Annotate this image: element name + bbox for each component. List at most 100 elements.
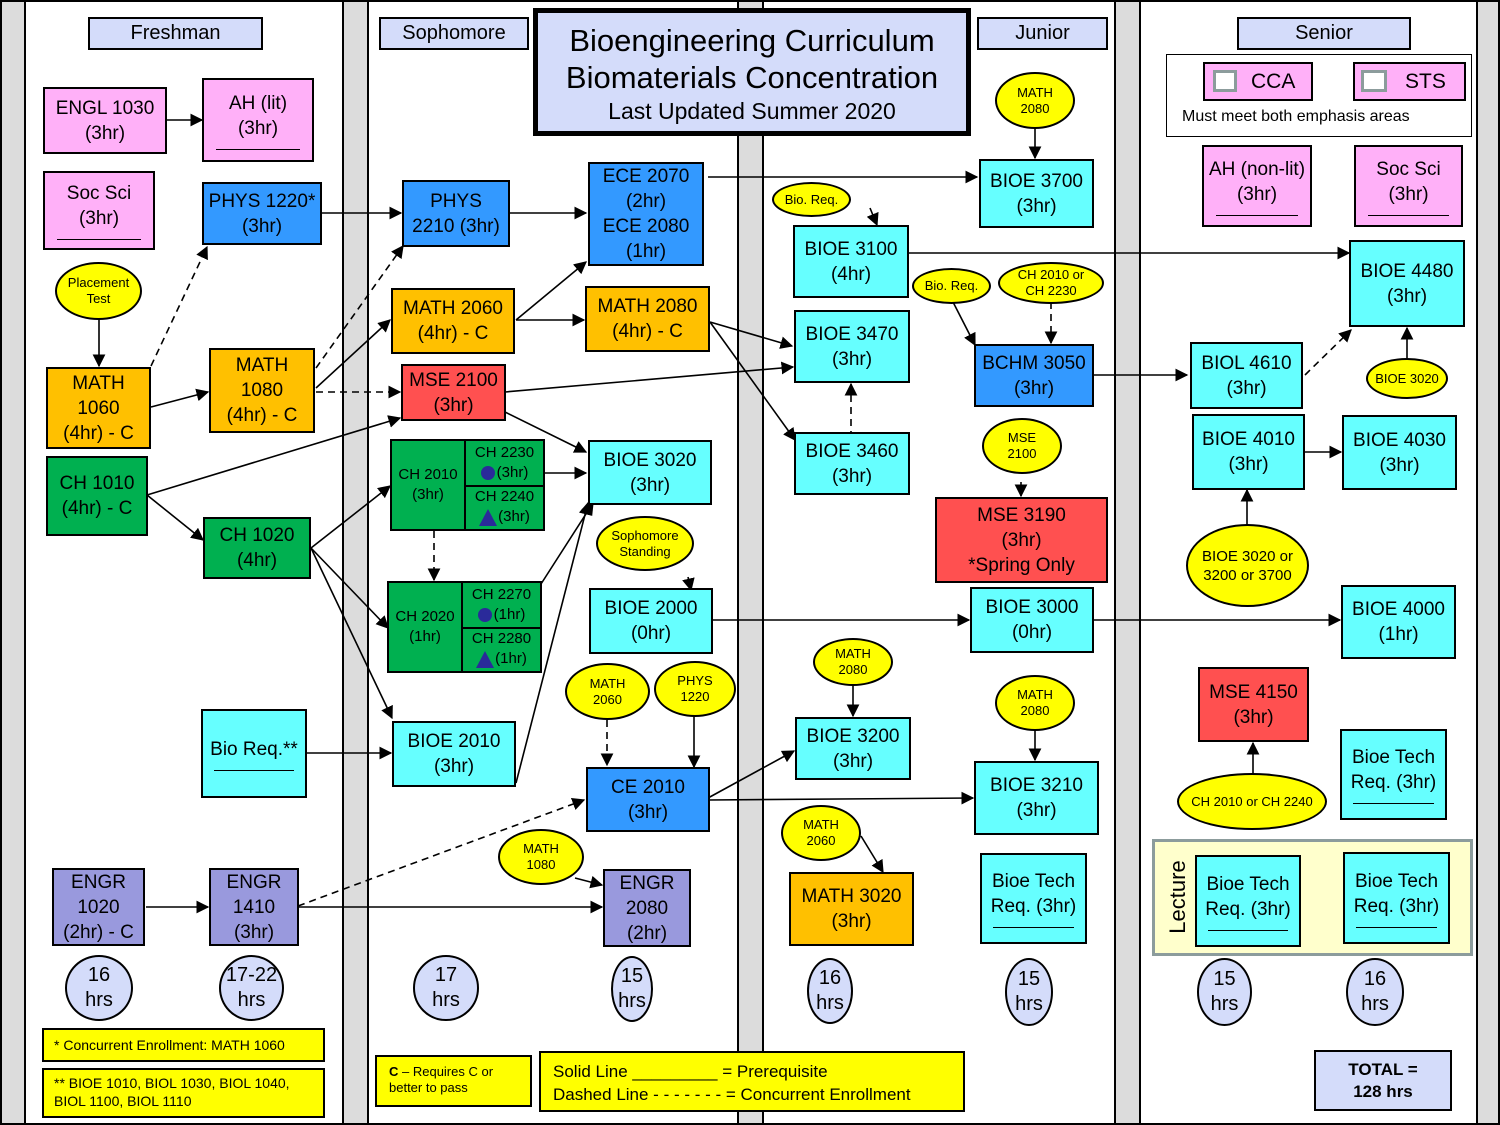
course-engr-1020[interactable]: ENGR 1020 (2hr) - C [52,868,145,946]
course-ch-2270[interactable]: CH 2270 (1hr) [463,583,540,629]
column-header-freshman: Freshman [88,17,263,50]
course-code: AH (non-lit) [1208,158,1306,180]
blank-line[interactable] [214,769,294,771]
sts-checkbox-item[interactable]: STS [1353,62,1466,101]
course-bio-req[interactable]: Bio Req.** [201,709,307,798]
course-code: BIOE 4480 [1360,260,1454,282]
course-hours: (1hr) [625,241,667,262]
course-soc-sci-freshman[interactable]: Soc Sci (3hr) [43,171,155,250]
course-ah-non-lit[interactable]: AH (non-lit) (3hr) [1202,145,1312,227]
blank-line[interactable] [1356,926,1437,928]
course-bioe-tech-req-senior-2[interactable]: Bioe Tech Req. (3hr) [1195,855,1301,947]
course-mse-2100[interactable]: MSE 2100 (3hr) [401,364,506,421]
course-bioe-4030[interactable]: BIOE 4030 (3hr) [1342,415,1457,490]
blank-line[interactable] [1367,214,1450,216]
course-bioe-4480[interactable]: BIOE 4480 (3hr) [1349,240,1465,327]
course-code: MATH 2060 [403,298,503,319]
course-ch-2020-group[interactable]: CH 2020 (1hr) CH 2270 (1hr) CH 2280 (1hr… [387,581,542,673]
course-engr-1410[interactable]: ENGR 1410 (3hr) [209,868,299,946]
course-mse-3190[interactable]: MSE 3190 (3hr) *Spring Only [935,497,1108,583]
course-engl-1030[interactable]: ENGL 1030 (3hr) [43,87,167,154]
arrow [860,835,884,874]
course-biol-4610[interactable]: BIOL 4610 (3hr) [1190,342,1303,409]
course-bioe-2000[interactable]: BIOE 2000 (0hr) [589,588,713,654]
course-ch-1020[interactable]: CH 1020 (4hr) [203,517,311,579]
course-bioe-3200[interactable]: BIOE 3200 (3hr) [795,717,911,780]
blank-line[interactable] [1353,803,1434,804]
cca-checkbox-item[interactable]: CCA [1203,62,1313,101]
course-bioe-2010[interactable]: BIOE 2010 (3hr) [392,721,516,787]
course-ce-2010[interactable]: CE 2010 (3hr) [586,767,710,832]
course-hours: (3hr) [1001,529,1042,551]
course-math-2080[interactable]: MATH 2080 (4hr) - C [585,286,710,352]
course-phys-2210[interactable]: PHYS 2210 (3hr) [402,180,510,247]
course-bioe-3470[interactable]: BIOE 3470 (3hr) [794,310,910,383]
course-hours: Req. (3hr) [1350,772,1437,793]
course-number: 1060 [77,397,120,419]
blank-line[interactable] [56,239,142,240]
course-hours: (4hr) - C [612,321,683,342]
course-soc-sci-senior[interactable]: Soc Sci (3hr) [1354,145,1463,227]
course-code: BIOE 3020 [603,449,697,471]
course-hours: (4hr) [236,550,278,571]
emphasis-note: Must meet both emphasis areas [1182,108,1410,125]
course-code: Bioe Tech [1351,747,1436,768]
course-hours: (3hr) [412,486,444,503]
cca-checkbox[interactable] [1213,70,1237,92]
blank-line[interactable] [993,927,1074,928]
course-code: AH (lit) [228,92,288,114]
course-ch-2240[interactable]: CH 2240 (3hr) [466,485,543,529]
course-ch-2020[interactable]: CH 2020 (1hr) [389,583,463,671]
course-engr-2080[interactable]: ENGR 2080 (2hr) [603,869,691,947]
course-number: 1020 [77,896,120,918]
course-math-2060[interactable]: MATH 2060 (4hr) - C [391,288,515,354]
note-c-requirement: C – Requires C or better to pass [375,1055,532,1107]
course-code: ECE 2080 [602,216,690,237]
course-bioe-3210[interactable]: BIOE 3210 (3hr) [974,761,1099,835]
course-bioe-3460[interactable]: BIOE 3460 (3hr) [794,432,910,495]
sts-checkbox[interactable] [1361,70,1387,92]
blank-line[interactable] [215,148,301,150]
course-mse-4150[interactable]: MSE 4150 (3hr) [1198,667,1309,742]
course-bioe-tech-req-senior-3[interactable]: Bioe Tech Req. (3hr) [1343,852,1450,944]
course-bioe-tech-req-senior-1[interactable]: Bioe Tech Req. (3hr) [1340,729,1447,820]
arrow [952,301,976,347]
course-code: BIOE 4030 [1353,429,1446,451]
course-bioe-3100[interactable]: BIOE 3100 (4hr) [793,225,909,298]
course-bioe-4010[interactable]: BIOE 4010 (3hr) [1192,414,1305,490]
course-ch-2230[interactable]: CH 2230 (3hr) [466,441,543,487]
course-phys-1220[interactable]: PHYS 1220* (3hr) [202,182,322,245]
course-math-1080[interactable]: MATH 1080 (4hr) - C [209,348,315,433]
blank-line[interactable] [1208,929,1288,931]
course-bioe-4000[interactable]: BIOE 4000 (1hr) [1341,585,1456,659]
course-ece-2070-2080[interactable]: ECE 2070 (2hr) ECE 2080 (1hr) [588,162,704,266]
course-ch-2010-group[interactable]: CH 2010 (3hr) CH 2230 (3hr) CH 2240 (3hr… [390,439,545,531]
course-ch-1010[interactable]: CH 1010 (4hr) - C [46,456,148,536]
column-header-junior: Junior [977,17,1108,50]
arrow [515,261,587,321]
course-hours: (3hr) [1388,183,1429,205]
column-header-sophomore: Sophomore [379,17,529,50]
course-hours: (4hr) - C [61,498,133,519]
course-hours: (1hr) [409,628,441,645]
course-hours: (3hr) [78,208,120,229]
course-hours: (3hr) [496,464,529,481]
course-code: PHYS [430,190,482,212]
course-ch-2280[interactable]: CH 2280 (1hr) [463,627,540,671]
course-ch-2010[interactable]: CH 2010 (3hr) [392,441,466,529]
course-bioe-3000[interactable]: BIOE 3000 (0hr) [970,587,1094,653]
course-hours: (3hr) [84,122,126,144]
course-code: BCHM 3050 [982,352,1086,374]
course-bioe-3020[interactable]: BIOE 3020 (3hr) [588,440,712,505]
course-bioe-tech-req-junior[interactable]: Bioe Tech Req. (3hr) [980,853,1087,944]
course-ah-lit[interactable]: AH (lit) (3hr) [202,78,314,162]
course-bchm-3050[interactable]: BCHM 3050 (3hr) [974,344,1094,407]
course-bioe-3700[interactable]: BIOE 3700 (3hr) [979,159,1094,228]
course-hours: (4hr) - C [63,422,134,444]
course-math-1060[interactable]: MATH 1060 (4hr) - C [46,367,151,449]
blank-line[interactable] [1215,214,1299,216]
course-math-3020[interactable]: MATH 3020 (3hr) [789,872,914,946]
